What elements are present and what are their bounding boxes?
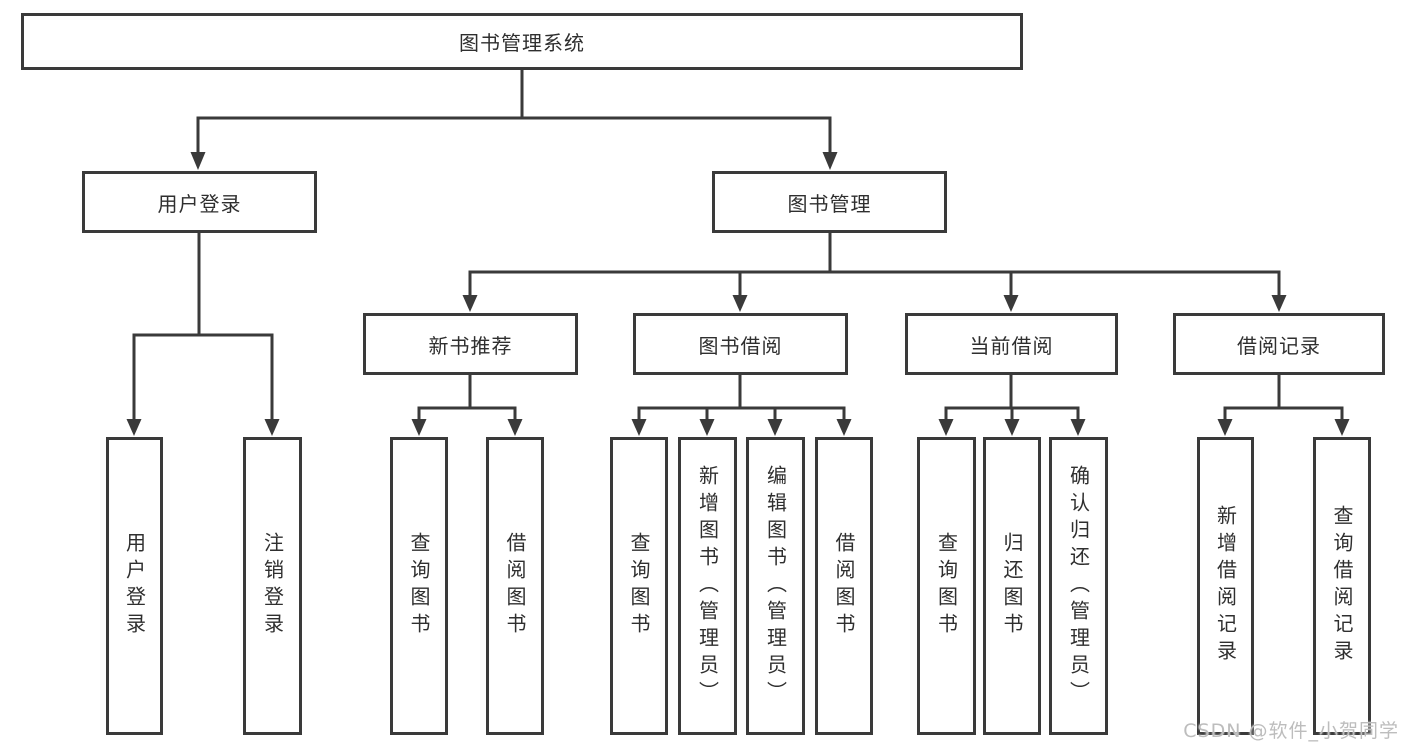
node-label: 归还图书 bbox=[1000, 532, 1024, 640]
node-label: 查询图书 bbox=[407, 532, 431, 640]
node-label: 查询图书 bbox=[934, 532, 959, 640]
node-label: 确认归还（管理员） bbox=[1066, 464, 1091, 708]
node-leaf-borrow-books: 借阅图书 bbox=[815, 437, 873, 735]
node-leaf-confirm-return-admin: 确认归还（管理员） bbox=[1049, 437, 1108, 735]
node-label: 用户登录 bbox=[122, 532, 147, 640]
node-label: 借阅记录 bbox=[1237, 333, 1321, 358]
node-leaf-query-books-recommend: 查询图书 bbox=[390, 437, 448, 735]
node-leaf-user-login: 用户登录 bbox=[106, 437, 163, 735]
node-label: 当前借阅 bbox=[969, 333, 1054, 358]
node-label: 查询借阅记录 bbox=[1330, 505, 1354, 667]
node-leaf-add-borrow-record: 新增借阅记录 bbox=[1197, 437, 1254, 735]
node-user-login-branch: 用户登录 bbox=[82, 171, 317, 233]
node-leaf-query-books-current: 查询图书 bbox=[917, 437, 976, 735]
node-label: 借阅图书 bbox=[503, 532, 527, 640]
node-label: 新书推荐 bbox=[428, 333, 513, 358]
node-leaf-query-books-borrowing: 查询图书 bbox=[610, 437, 668, 735]
node-library-management-system: 图书管理系统 bbox=[21, 13, 1023, 70]
node-label: 新增图书（管理员） bbox=[695, 464, 720, 708]
node-label: 借阅图书 bbox=[832, 532, 856, 640]
node-label: 编辑图书（管理员） bbox=[763, 464, 788, 708]
node-label: 图书管理系统 bbox=[459, 31, 585, 55]
node-leaf-add-books-admin: 新增图书（管理员） bbox=[678, 437, 737, 735]
node-leaf-logout: 注销登录 bbox=[243, 437, 302, 735]
csdn-watermark: CSDN @软件_小贺同学 bbox=[1183, 720, 1399, 742]
node-book-management-branch: 图书管理 bbox=[712, 171, 947, 233]
node-label: 注销登录 bbox=[260, 532, 285, 640]
node-leaf-query-borrow-record: 查询借阅记录 bbox=[1313, 437, 1371, 735]
node-leaf-borrow-books-recommend: 借阅图书 bbox=[486, 437, 544, 735]
node-borrowing-records: 借阅记录 bbox=[1173, 313, 1385, 375]
node-label: 查询图书 bbox=[627, 532, 651, 640]
node-leaf-edit-books-admin: 编辑图书（管理员） bbox=[746, 437, 805, 735]
node-book-borrowing: 图书借阅 bbox=[633, 313, 848, 375]
node-leaf-return-books: 归还图书 bbox=[983, 437, 1041, 735]
node-current-borrowing: 当前借阅 bbox=[905, 313, 1118, 375]
node-label: 新增借阅记录 bbox=[1213, 505, 1238, 667]
node-new-book-recommendation: 新书推荐 bbox=[363, 313, 578, 375]
node-label: 图书借阅 bbox=[698, 333, 783, 358]
node-label: 图书管理 bbox=[787, 191, 872, 216]
node-label: 用户登录 bbox=[157, 191, 242, 216]
